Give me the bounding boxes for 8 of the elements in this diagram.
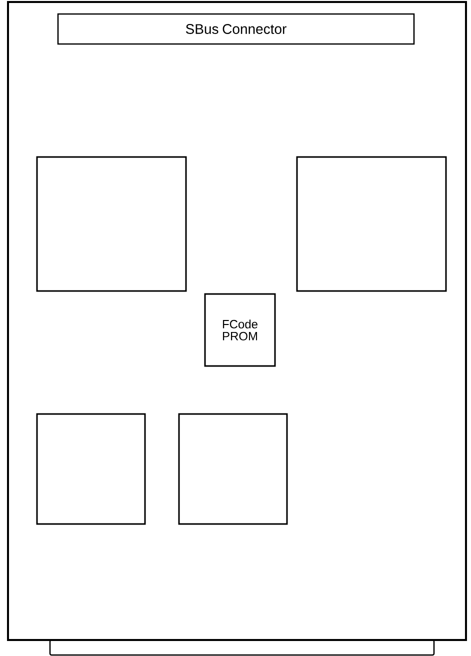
chip-box: FCode PROM (204, 293, 276, 367)
component-box (36, 156, 187, 292)
edge-connector-bar (49, 639, 435, 656)
circuit-board (7, 1, 467, 641)
component-box (296, 156, 447, 292)
component-box (36, 413, 146, 525)
connector-label-box: SBus Connector (57, 13, 415, 45)
component-box (178, 413, 288, 525)
